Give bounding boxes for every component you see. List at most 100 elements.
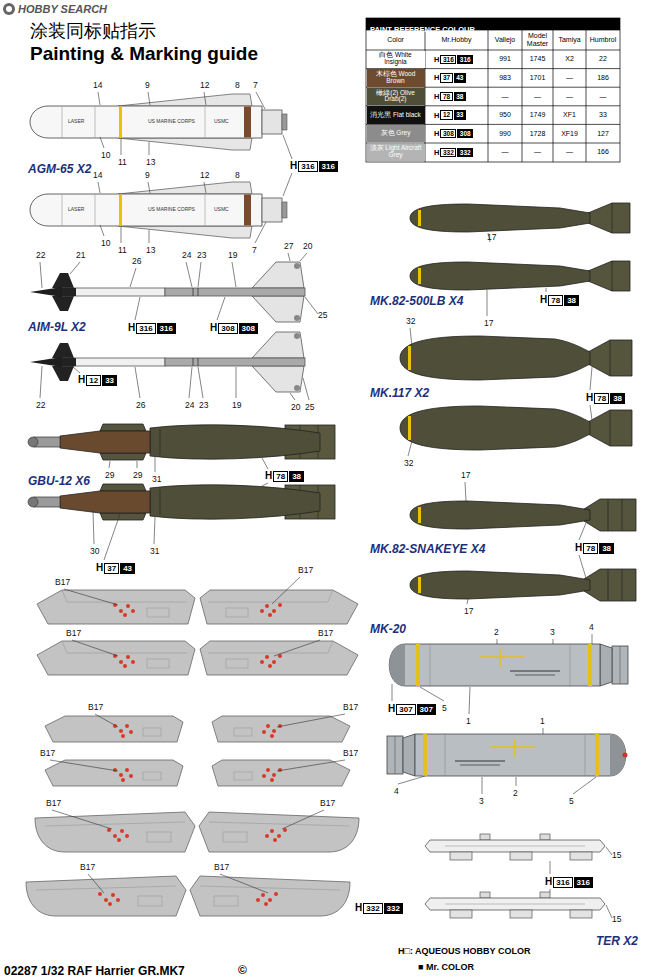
aim9l-missile — [30, 332, 305, 392]
illustration-part — [546, 288, 547, 292]
illustration-part — [283, 135, 292, 159]
mr-color-code: 33 — [454, 110, 466, 120]
callout-number: B17 — [40, 748, 55, 758]
callout-number: B17 — [66, 628, 81, 638]
mr-color-code: 43 — [120, 563, 135, 574]
table-header: Model Master — [521, 32, 555, 48]
callout-number: 2 — [494, 627, 499, 637]
table-cell: — — [502, 148, 509, 156]
illustration-part — [282, 810, 324, 829]
callout-number: B17 — [343, 702, 358, 712]
decal-text: USMC — [214, 118, 229, 124]
illustration-part — [204, 92, 206, 105]
illustration-part — [255, 222, 266, 243]
callout-number: 17 — [484, 318, 493, 328]
illustration-part — [232, 262, 236, 287]
illustration-part — [64, 589, 118, 605]
callout-number: 11 — [118, 157, 127, 167]
paint-code-prefix: H — [545, 876, 552, 888]
mr-color-code: 38 — [454, 92, 466, 102]
pylon — [200, 641, 358, 675]
gbu12-bomb — [28, 484, 335, 520]
callout-number: 25 — [305, 402, 314, 412]
illustration-part — [121, 139, 122, 155]
paint-code-prefix: H — [540, 294, 547, 306]
table-header: Vallejo — [488, 36, 522, 44]
table-cell: — — [502, 93, 509, 101]
callout-number: 26 — [136, 400, 145, 410]
illustration-part — [88, 874, 104, 893]
callout-number: 8 — [235, 80, 240, 90]
callout-number: 5 — [569, 796, 574, 806]
mr-color-code: 332 — [457, 148, 473, 158]
table-cell: — — [566, 93, 573, 101]
callout-number: 22 — [36, 400, 45, 410]
pylon — [37, 641, 195, 675]
illustration-part — [104, 514, 120, 560]
callout-number: 1 — [540, 716, 545, 726]
table-cell: X2 — [565, 55, 574, 63]
callout-number: B17 — [88, 702, 103, 712]
paint-code-prefix: H — [575, 542, 582, 554]
pylon — [26, 876, 186, 916]
illustration-part — [52, 810, 112, 829]
illustration-part — [149, 142, 150, 155]
callout-number: 3 — [550, 627, 555, 637]
illustration-part — [579, 523, 586, 540]
table-cell: 1749 — [530, 111, 546, 119]
table-cell: — — [534, 93, 541, 101]
decal-text: US MARINE CORPS — [148, 118, 195, 124]
mr-color-code: 316 — [457, 55, 473, 65]
hobby-color-code: 332 — [363, 903, 382, 914]
agm65-missile — [30, 182, 287, 238]
pylon — [45, 760, 183, 786]
callout-number: B17 — [46, 798, 61, 808]
leader-lines — [40, 92, 612, 918]
mr-color-code: 308 — [239, 323, 258, 334]
paint-code-prefix: H — [434, 111, 439, 120]
color-swatch-cell: 淡灰 Light Aircraft Grey — [367, 144, 425, 162]
illustration-part — [553, 639, 554, 644]
callout-number: B17 — [343, 748, 358, 758]
table-cell: 127 — [597, 130, 609, 138]
illustration-part — [590, 405, 592, 420]
illustration-part — [262, 458, 268, 469]
paint-code-prefix: H — [434, 73, 439, 82]
aim9l-missile — [30, 262, 305, 322]
illustration-part — [303, 378, 309, 400]
hobby-color-code: 37 — [440, 73, 452, 83]
hobby-color-code: 12 — [440, 110, 452, 120]
callout-number: B17 — [55, 577, 70, 587]
paint-code-prefix: H — [290, 160, 297, 172]
mk117-bomb — [400, 336, 632, 380]
illustration-part — [135, 367, 140, 398]
pylon — [190, 876, 350, 916]
hobby-color-code: 316 — [136, 323, 155, 334]
illustration-part — [420, 687, 444, 701]
illustration-part — [204, 182, 206, 193]
mk82-bomb — [410, 203, 630, 233]
weapon-name: TER X2 — [596, 934, 638, 948]
illustration-part — [467, 599, 468, 604]
callout-number: 20 — [291, 402, 300, 412]
paint-code-prefix: H — [265, 470, 272, 482]
hobby-color-code: 308 — [440, 129, 456, 139]
callout-number: B17 — [320, 798, 335, 808]
illustration-part — [550, 889, 551, 892]
illustration-part — [277, 714, 345, 727]
table-cell: 950 — [499, 111, 511, 119]
gbu12-bomb — [28, 424, 335, 460]
callout-number: 12 — [200, 80, 209, 90]
callout-number: 1 — [466, 716, 471, 726]
hobby-color-code: 308 — [218, 323, 237, 334]
table-heading-band: PAINT REFERENCE COLOUR — [366, 18, 620, 30]
illustration-part — [482, 777, 483, 794]
color-name: 灰色 Grey — [380, 130, 412, 137]
paint-code-prefix: H — [434, 55, 439, 64]
illustration-part — [408, 441, 412, 456]
mr-color-code: 38 — [599, 543, 614, 554]
illustration-part — [300, 253, 307, 261]
table-header: Humbrol — [586, 36, 620, 44]
illustration-part — [590, 367, 592, 390]
illustration-part — [154, 517, 155, 544]
